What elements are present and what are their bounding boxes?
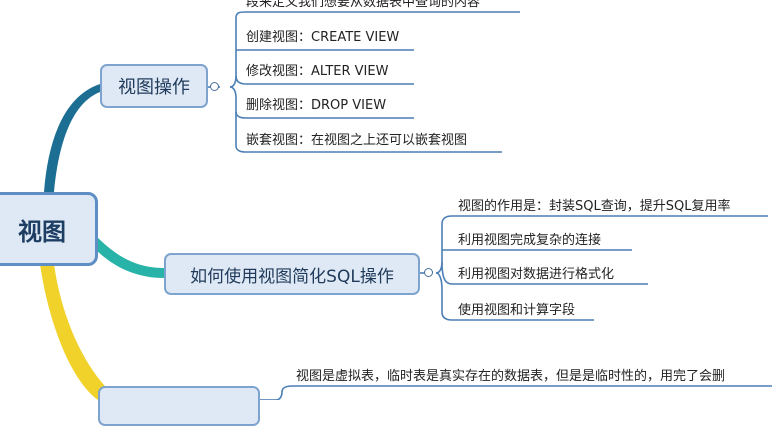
leaf-item: 段来定义我们想要从数据表中查询的内容 bbox=[246, 0, 481, 10]
root-node-label: 视图 bbox=[18, 217, 66, 246]
leaf-item: 使用视图和计算字段 bbox=[458, 303, 576, 318]
branch-node-view-operations: 视图操作 bbox=[100, 64, 208, 108]
branch-node-temp-table bbox=[98, 386, 260, 426]
branch-node-label: 视图操作 bbox=[118, 77, 190, 98]
collapse-toggle-2[interactable] bbox=[424, 268, 433, 277]
branch-link-3 bbox=[40, 264, 120, 400]
leaf-item: 删除视图：DROP VIEW bbox=[246, 98, 387, 113]
branch-node-label: 如何使用视图简化SQL操作 bbox=[190, 266, 394, 287]
leaf-item: 视图是虚拟表，临时表是真实存在的数据表，但是是临时性的，用完了会删 bbox=[296, 369, 726, 384]
leaf-item: 嵌套视图：在视图之上还可以嵌套视图 bbox=[246, 133, 468, 148]
leaf-item: 创建视图：CREATE VIEW bbox=[246, 30, 400, 45]
leaf-item: 修改视图：ALTER VIEW bbox=[246, 64, 389, 79]
collapse-toggle-1[interactable] bbox=[210, 82, 219, 91]
branch-link-1 bbox=[44, 84, 100, 192]
branch-node-simplify-sql: 如何使用视图简化SQL操作 bbox=[164, 253, 420, 295]
root-node: 视图 bbox=[0, 192, 98, 266]
branch-link-2 bbox=[94, 236, 164, 278]
leaf-item: 利用视图对数据进行格式化 bbox=[458, 267, 615, 282]
leaf-item: 视图的作用是：封装SQL查询，提升SQL复用率 bbox=[458, 199, 731, 214]
leaf-item: 利用视图完成复杂的连接 bbox=[458, 233, 602, 248]
connector-lines bbox=[40, 11, 772, 400]
